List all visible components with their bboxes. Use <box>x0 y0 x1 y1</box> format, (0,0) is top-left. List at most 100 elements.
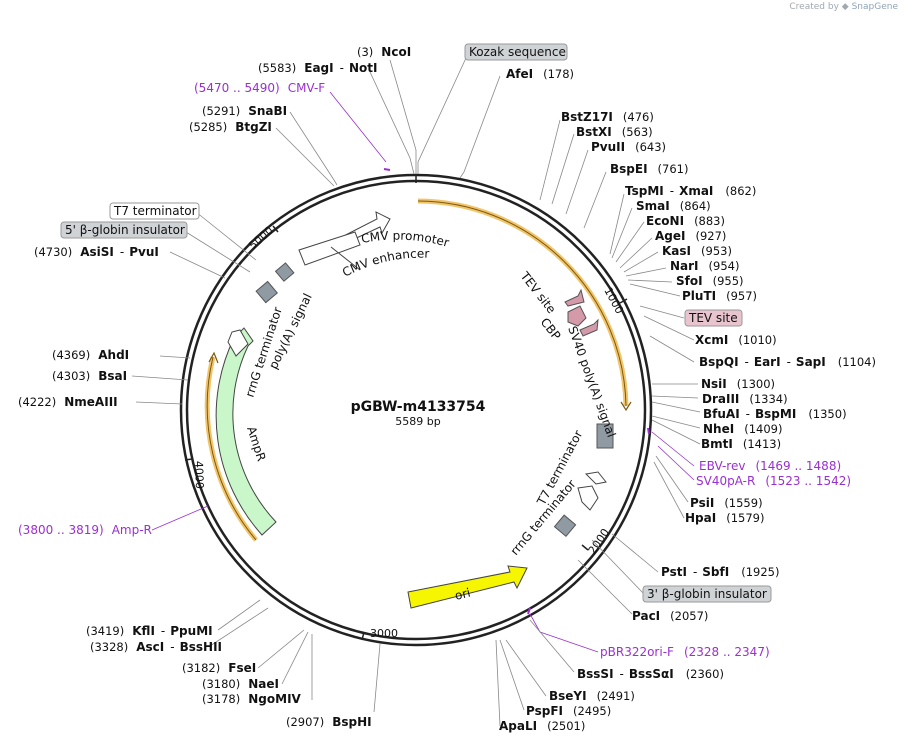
credit-brand: SnapGene <box>851 2 898 12</box>
cmv-enhancer-label: CMV enhancer <box>340 247 430 280</box>
leader-smai <box>611 207 633 259</box>
bstz17i-site: BstZ17I(476) <box>561 110 654 124</box>
leader-psti <box>611 533 659 573</box>
ngomiv-site: (3178)NgoMIV <box>202 692 302 706</box>
leader-naei <box>281 631 309 685</box>
tick-label-5000: 5000 <box>246 224 276 252</box>
nmeaiii-site: (4222)NmeAIII <box>18 395 118 409</box>
plasmid-length: 5589 bp <box>395 415 440 428</box>
nari-site: NarI(954) <box>670 259 739 273</box>
bseyi-site: BseYI(2491) <box>549 689 635 703</box>
features <box>215 168 650 615</box>
rrng-terminator-right-feature <box>577 485 599 511</box>
leader-bsssi <box>529 619 575 673</box>
kasi-site: KasI(953) <box>662 244 732 258</box>
smai-site: SmaI(864) <box>636 199 711 213</box>
bsphi-site: (2907)BspHI <box>286 715 372 729</box>
ebv-rev-primer-mark <box>647 427 650 435</box>
kozak-label: Kozak sequence <box>469 45 566 59</box>
leader-kfli <box>217 599 261 631</box>
orf-arc-left-line <box>206 356 257 541</box>
boxed-labels: Kozak sequence T7 terminator 5' β-globin… <box>60 43 772 603</box>
apali-site: ApaLI(2501) <box>499 719 585 733</box>
leader-pluti <box>629 283 681 297</box>
leader-lines <box>131 57 701 727</box>
rrng-terminator-left-feature <box>227 329 249 357</box>
orf-arc-right-line <box>417 200 627 407</box>
econi-site: EcoNI(883) <box>646 214 725 228</box>
tick-4000 <box>184 458 193 461</box>
leader-tev <box>639 305 685 319</box>
leader-ahdi <box>159 355 191 359</box>
ahdi-site: (4369)AhdI <box>52 348 129 362</box>
t7-terminator-box <box>109 202 200 220</box>
leader-hpai <box>653 461 685 519</box>
nhei-site: NheI(1409) <box>703 422 782 436</box>
leader-kasi <box>623 251 659 273</box>
leader-fsei <box>257 629 305 669</box>
tick-5000 <box>272 225 279 233</box>
fsei-site: (3182)FseI <box>182 661 256 675</box>
promoter-link <box>330 246 361 271</box>
tev-site-label: TEV site <box>517 268 559 316</box>
amp-r-primer: (3800 .. 3819)Amp-R <box>18 523 152 537</box>
plasmid-name: pGBW-m4133754 <box>351 399 486 415</box>
bspei-site: BspEI(761) <box>610 162 688 176</box>
tev-arrow-1 <box>564 288 585 307</box>
sv40-polya-label: SV40 poly(A) signal <box>565 324 618 439</box>
leader-nari <box>625 267 667 277</box>
kfli-ppumi-site: (3419)KflI-PpuMI <box>86 624 213 638</box>
globin3-feature <box>553 514 577 537</box>
tspmi-xmai-site: TspMI-XmaI(862) <box>625 184 756 198</box>
globin5-box <box>60 221 188 239</box>
leader-ncoi <box>389 59 417 174</box>
leader-globin5 <box>185 231 251 273</box>
leader-apali <box>495 639 501 727</box>
leader-cmvf <box>329 91 387 163</box>
orf-arc-left-arrow <box>208 351 219 364</box>
tick-2000 <box>581 544 589 551</box>
paci-site: PacI(2057) <box>632 609 708 623</box>
snapgene-credit: Created by ◆ SnapGene <box>789 2 898 12</box>
leader-afei <box>459 75 501 179</box>
sfoi-site: SfoI(955) <box>676 274 744 288</box>
tick-label-3000: 3000 <box>370 627 398 640</box>
bmti-site: BmtI(1413) <box>701 437 781 451</box>
btgzi-site: (5285)BtgZI <box>189 120 272 134</box>
enzyme-labels-left: (3)NcoI (5583)EagI-NotI (5470 .. 5490)CM… <box>18 45 411 729</box>
leader-pbr322 <box>529 613 599 653</box>
asisi-pvui-site: (4730)AsiSI-PvuI <box>34 245 159 259</box>
leader-asisi <box>169 251 226 279</box>
leader-asci <box>209 607 269 647</box>
leader-eagi <box>369 71 415 175</box>
leader-ebvrev <box>651 431 695 467</box>
cbp-feature <box>567 305 587 327</box>
psii-site: PsiI(1559) <box>690 496 763 510</box>
credit-prefix: Created by <box>789 2 839 12</box>
leader-snabi <box>289 111 338 186</box>
snapgene-logo-icon: ◆ <box>841 2 849 12</box>
afei-site: AfeI(178) <box>506 67 574 81</box>
leader-globin3 <box>591 539 645 595</box>
leader-sfoi <box>627 279 673 283</box>
leader-ampr-primer <box>151 505 209 531</box>
tick-label-2000: 2000 <box>586 526 612 556</box>
ori-label: ori <box>453 586 472 603</box>
leader-tspmi <box>609 193 625 255</box>
bsssi-site: BssSI-BssSαI(2360) <box>577 667 724 681</box>
globin5-box-label: 5' β-globin insulator <box>65 223 185 237</box>
tev-arrow-2 <box>579 318 599 337</box>
leader-t7-terminator <box>195 211 257 261</box>
tick-label-1000: 1000 <box>601 285 626 316</box>
bsai-site: (4303)BsaI <box>52 369 127 383</box>
tick-3000 <box>361 631 365 641</box>
leader-xcmi <box>643 315 695 341</box>
pbr322-primer-mark <box>527 607 531 615</box>
orf-arc-right-arrow <box>620 401 632 412</box>
leader-agei <box>619 237 653 269</box>
leader-pspfi <box>499 639 525 711</box>
leader-bstxi <box>551 133 575 205</box>
cmv-promoter-label: CMV promoter <box>360 229 451 250</box>
leader-pvuii <box>565 149 589 215</box>
